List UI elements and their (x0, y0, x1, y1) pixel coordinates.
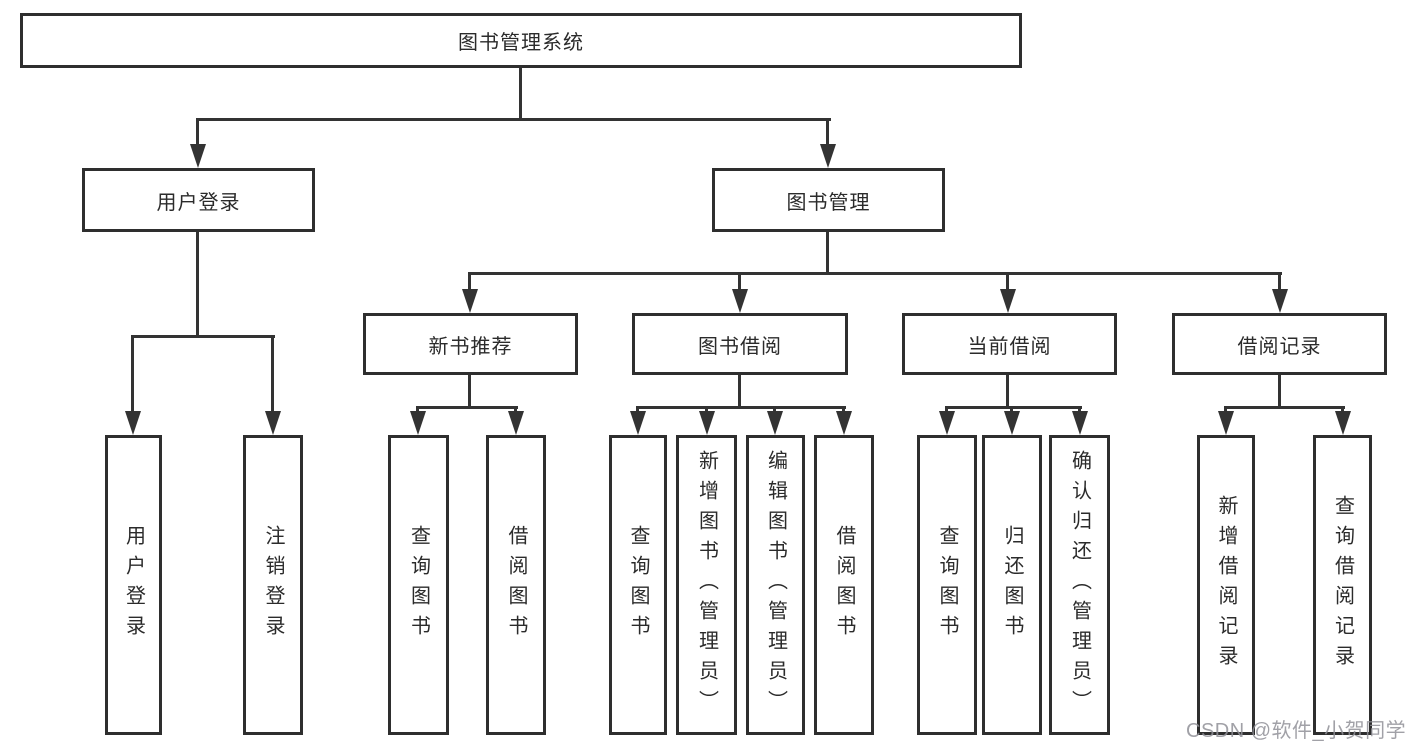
connector-line (1006, 272, 1009, 291)
connector-line (469, 272, 1282, 275)
connector-line (132, 335, 275, 338)
connector-line (1278, 375, 1281, 406)
node-borrow-records: 借阅记录 (1172, 313, 1387, 375)
connector-line (945, 406, 948, 413)
connector-line (416, 406, 419, 413)
leaf-node-confirm-return-admin: 确认归还（管理员） (1049, 435, 1110, 735)
leaf-node-borrow-books: 借阅图书 (814, 435, 874, 735)
arrowhead-down-icon (410, 411, 426, 435)
connector-line (468, 272, 471, 291)
connector-line (738, 272, 741, 291)
connector-line (1078, 406, 1081, 413)
connector-line (1006, 375, 1009, 406)
connector-line (1341, 406, 1344, 413)
leaf-node-user-login: 用户登录 (105, 435, 162, 735)
arrowhead-down-icon (630, 411, 646, 435)
node-label: 新增借阅记录 (1215, 495, 1237, 675)
node-label: 用户登录 (156, 191, 241, 214)
connector-line (705, 406, 708, 413)
node-label: 借阅记录 (1237, 335, 1322, 358)
connector-line (417, 406, 518, 409)
arrowhead-down-icon (508, 411, 524, 435)
leaf-node-logout: 注销登录 (243, 435, 303, 735)
arrowhead-down-icon (1072, 411, 1088, 435)
arrowhead-down-icon (1335, 411, 1351, 435)
node-label: 查询图书 (936, 525, 958, 645)
arrowhead-down-icon (462, 289, 478, 313)
connector-line (773, 406, 776, 413)
leaf-node-return-books: 归还图书 (982, 435, 1042, 735)
connector-line (1278, 272, 1281, 291)
arrowhead-down-icon (939, 411, 955, 435)
node-user-login: 用户登录 (82, 168, 315, 232)
connector-line (826, 232, 829, 272)
node-label: 借阅图书 (505, 525, 527, 645)
connector-line (842, 406, 845, 413)
connector-line (131, 335, 134, 413)
connector-line (519, 68, 522, 118)
node-label: 图书借阅 (698, 335, 782, 358)
node-label: 用户登录 (122, 525, 145, 645)
node-new-book-recommend: 新书推荐 (363, 313, 578, 375)
connector-line (197, 118, 831, 121)
node-label: 图书管理 (786, 191, 871, 214)
node-label: 归还图书 (1001, 525, 1023, 645)
node-label: 注销登录 (262, 525, 284, 645)
leaf-node-query-borrow-record: 查询借阅记录 (1313, 435, 1372, 735)
arrowhead-down-icon (190, 144, 206, 168)
node-label: 图书管理系统 (458, 32, 584, 54)
connector-line (196, 118, 199, 148)
arrowhead-down-icon (1272, 289, 1288, 313)
node-label: 确认归还（管理员） (1068, 450, 1091, 720)
node-label: 查询图书 (407, 525, 430, 645)
connector-line (1010, 406, 1013, 413)
connector-line (196, 232, 199, 335)
leaf-node-borrow-books: 借阅图书 (486, 435, 546, 735)
node-label: 借阅图书 (833, 525, 855, 645)
arrowhead-down-icon (1218, 411, 1234, 435)
arrowhead-down-icon (1004, 411, 1020, 435)
leaf-node-query-books: 查询图书 (388, 435, 449, 735)
arrowhead-down-icon (732, 289, 748, 313)
leaf-node-query-books: 查询图书 (609, 435, 667, 735)
connector-line (514, 406, 517, 413)
connector-line (738, 375, 741, 406)
node-label: 查询图书 (627, 525, 649, 645)
connector-line (826, 118, 829, 148)
leaf-node-query-books: 查询图书 (917, 435, 977, 735)
csdn-watermark: CSDN @软件_小贺同学 (1186, 720, 1405, 742)
node-current-borrow: 当前借阅 (902, 313, 1117, 375)
arrowhead-down-icon (767, 411, 783, 435)
leaf-node-add-borrow-record: 新增借阅记录 (1197, 435, 1255, 735)
connector-line (636, 406, 639, 413)
node-book-borrow: 图书借阅 (632, 313, 848, 375)
node-book-management: 图书管理 (712, 168, 945, 232)
connector-line (271, 335, 274, 413)
arrowhead-down-icon (1000, 289, 1016, 313)
connector-line (1225, 406, 1345, 409)
connector-line (637, 406, 846, 409)
arrowhead-down-icon (699, 411, 715, 435)
connector-line (1224, 406, 1227, 413)
node-label: 查询借阅记录 (1331, 495, 1354, 675)
arrowhead-down-icon (265, 411, 281, 435)
node-label: 新增图书（管理员） (695, 450, 718, 720)
node-label: 当前借阅 (967, 335, 1052, 358)
arrowhead-down-icon (820, 144, 836, 168)
node-library-system: 图书管理系统 (20, 13, 1022, 68)
node-label: 新书推荐 (428, 335, 513, 358)
arrowhead-down-icon (125, 411, 141, 435)
arrowhead-down-icon (836, 411, 852, 435)
leaf-node-edit-books-admin: 编辑图书（管理员） (746, 435, 805, 735)
connector-line (946, 406, 1082, 409)
leaf-node-add-books-admin: 新增图书（管理员） (676, 435, 737, 735)
node-label: 编辑图书（管理员） (764, 450, 787, 720)
connector-line (468, 375, 471, 406)
